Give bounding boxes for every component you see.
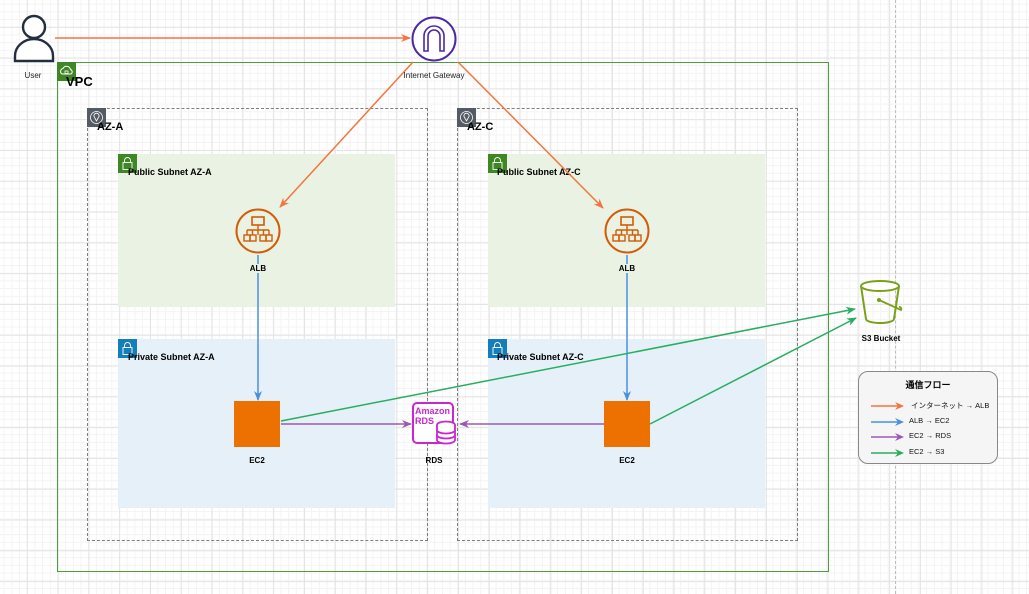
ec2-c-label: EC2 <box>619 456 635 465</box>
az-a-label: AZ-A <box>97 121 124 133</box>
ec2-a-instance[interactable] <box>234 401 280 447</box>
alb-a-node[interactable] <box>235 208 281 259</box>
legend-green-arrow-icon <box>871 449 904 457</box>
s3-bucket-icon <box>860 280 903 324</box>
az-c-label: AZ-C <box>467 121 494 133</box>
legend-item-ec2-s3: EC2 → S3 <box>871 447 991 461</box>
legend-item-internet-alb: インターネット → ALB <box>871 400 991 414</box>
ec2-c-to-s3-arrow <box>649 317 857 425</box>
page-break-line <box>895 0 896 594</box>
internet-gateway-icon <box>411 16 457 62</box>
rds-node[interactable]: Amazon RDS <box>411 401 457 447</box>
vpc-container[interactable] <box>57 62 829 572</box>
s3-bucket-node[interactable] <box>857 279 905 332</box>
legend-orange-arrow-icon <box>871 402 904 410</box>
alb-a-label: ALB <box>218 264 298 273</box>
alb-c-node[interactable] <box>604 208 650 259</box>
legend-label: ALB → EC2 <box>909 416 950 425</box>
ec2-a-to-s3-arrow <box>280 306 856 422</box>
load-balancer-icon <box>604 208 650 254</box>
public-subnet-a-lock-icon <box>118 154 137 173</box>
igw-to-alb-a-arrow <box>279 61 414 208</box>
legend-item-ec2-rds: EC2 → RDS <box>871 431 991 445</box>
user-icon <box>13 14 55 63</box>
az-c-location-icon <box>457 108 476 127</box>
igw-to-alb-c-arrow <box>457 61 604 209</box>
user-node[interactable] <box>12 13 56 68</box>
legend-box[interactable]: 通信フロー インターネット → ALB ALB → EC2 EC2 → RDS … <box>858 371 998 464</box>
public-subnet-a-label: Public Subnet AZ-A <box>128 167 212 177</box>
rds-icon-text-amazon: Amazon <box>415 406 451 416</box>
load-balancer-icon <box>235 208 281 254</box>
s3-bucket-label: S3 Bucket <box>861 334 901 343</box>
vpc-label: VPC <box>66 74 93 89</box>
private-subnet-a-lock-icon <box>118 339 137 358</box>
legend-blue-arrow-icon <box>871 418 904 426</box>
vpc-cloud-icon <box>57 62 76 81</box>
private-subnet-c-label: Private Subnet AZ-C <box>497 352 584 362</box>
legend-title: 通信フロー <box>905 380 951 390</box>
private-subnet-c-lock-icon <box>488 339 507 358</box>
public-subnet-c-lock-icon <box>488 154 507 173</box>
user-label: User <box>24 71 42 80</box>
rds-label: RDS <box>425 456 443 465</box>
rds-icon-text-rds: RDS <box>415 416 435 426</box>
rds-database-icon <box>412 402 456 445</box>
az-c-container[interactable] <box>457 108 798 541</box>
legend-label: インターネット → ALB <box>911 401 990 410</box>
legend-purple-arrow-icon <box>871 433 904 441</box>
legend-label: EC2 → RDS <box>909 431 952 440</box>
public-subnet-c-label: Public Subnet AZ-C <box>497 167 581 177</box>
alb-c-label: ALB <box>587 264 667 273</box>
legend-item-alb-ec2: ALB → EC2 <box>871 416 991 430</box>
internet-gateway-label: Internet Gateway <box>403 71 465 80</box>
ec2-c-instance[interactable] <box>604 401 650 447</box>
az-a-location-icon <box>87 108 106 127</box>
internet-gateway-node[interactable] <box>411 16 457 67</box>
private-subnet-a-label: Private Subnet AZ-A <box>128 352 215 362</box>
legend-label: EC2 → S3 <box>909 447 945 456</box>
ec2-a-label: EC2 <box>249 456 265 465</box>
az-a-container[interactable] <box>87 108 428 541</box>
